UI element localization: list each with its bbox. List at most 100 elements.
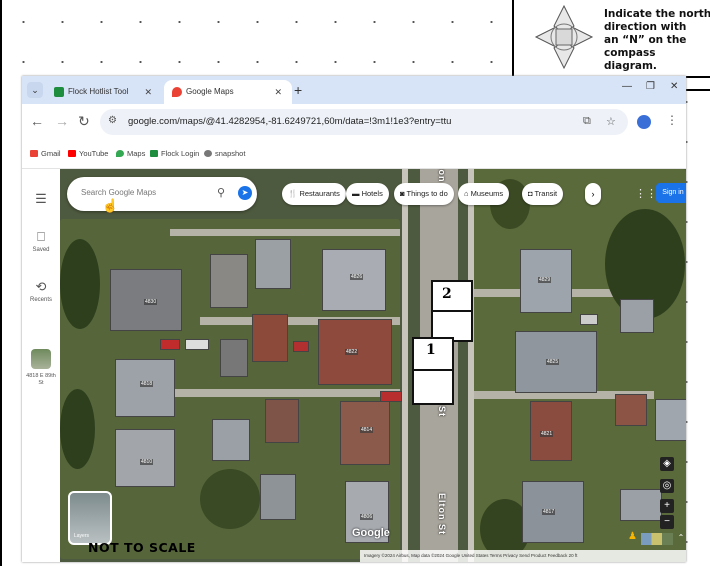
forward-arrow-icon[interactable]: → [55,113,69,129]
house-number: 4821 [540,431,554,437]
zoom-in-button[interactable]: + [660,499,674,513]
tab-google-maps[interactable]: Google Maps ✕ [164,80,292,104]
house-roof [210,254,248,308]
house-roof [115,429,175,487]
house-roof [260,474,296,520]
sidebar-item-recents[interactable]: ⟲Recents [22,279,60,303]
tab-flock-hotlist[interactable]: Flock Hotlist Tool ✕ [46,80,162,104]
directions-icon[interactable]: ➤ [238,186,252,200]
search-icon[interactable]: ⚲ [217,187,226,199]
house-number: 4825 [546,359,560,365]
google-logo: Google [352,527,390,539]
chip-museums[interactable]: ⌂ Museums [458,183,510,205]
bookmark-label: Gmail [41,149,61,158]
house-number: 4829 [538,277,552,283]
maps-favicon-icon [172,86,182,97]
house-roof [620,299,654,333]
house-number: 4810 [140,459,154,465]
chevron-right-icon[interactable]: › [585,183,601,205]
bookmark-flock-login[interactable]: Flock Login [150,149,199,158]
bookmark-icon: ⎕ [37,229,45,244]
snapshot-icon [204,150,212,157]
compass-instruction: Indicate the north direction with an “N”… [604,8,710,73]
search-input[interactable]: Search Google Maps ⚲ ➤ [67,177,257,211]
tab-label: Google Maps [186,87,234,96]
bookmark-gmail[interactable]: Gmail [30,149,61,158]
tab-search-icon[interactable]: ⌄ [27,82,43,98]
box-2-label: 2 [442,286,452,302]
zoom-out-button[interactable]: − [660,515,674,529]
close-tab-icon[interactable]: ✕ [274,87,282,97]
bookmark-youtube[interactable]: YouTube [68,149,108,158]
layers-label: Layers [74,533,90,539]
house-roof [255,239,291,289]
tab-label: Flock Hotlist Tool [68,87,129,96]
expand-icon[interactable]: ⌃ [677,533,685,542]
recent-place-thumbnail[interactable] [31,349,51,369]
imagery-thumbnails[interactable] [641,533,673,545]
bookmark-snapshot[interactable]: snapshot [204,149,245,158]
minimize-icon[interactable]: — [622,81,632,92]
maps-icon [116,150,124,157]
house-roof [265,399,299,443]
compass-reset-icon[interactable]: ◈ [660,457,674,471]
chip-hotels[interactable]: ▬ Hotels [346,183,389,205]
sidewalk [468,169,474,562]
chip-things-to-do[interactable]: ◙ Things to do [394,183,454,205]
layers-button[interactable]: Layers [68,491,112,545]
install-app-icon[interactable]: ⧉ [583,115,591,127]
bed-icon: ▬ [352,189,360,198]
drawn-box-1-bottom [412,369,454,405]
compass-panel: Indicate the north direction with an “N”… [512,0,710,78]
gmail-icon [30,150,38,157]
url-text[interactable]: google.com/maps/@41.4282954,-81.6249721,… [128,116,452,127]
chip-label: Hotels [361,189,383,198]
sidebar-item-saved[interactable]: ⎕ Saved [22,229,60,253]
chip-label: Museums [470,189,504,198]
my-location-icon[interactable]: ◎ [660,479,674,493]
page-left-border [0,0,2,566]
profile-avatar[interactable] [637,115,651,129]
museum-icon: ⌂ [464,189,469,198]
house-number: 4817 [542,509,556,515]
camera-icon: ◙ [400,189,405,198]
bookmark-star-icon[interactable]: ☆ [606,116,616,128]
new-tab-button[interactable]: + [294,82,303,98]
pegman-icon[interactable]: ♟ [628,531,637,542]
apps-grid-icon[interactable]: ⋮⋮ [635,188,657,200]
chip-transit[interactable]: ◘ Transit [522,183,564,205]
house-roof [340,401,390,465]
site-info-icon[interactable]: ⚙ [108,115,117,126]
instruction-line: an “N” on the [604,34,687,46]
instruction-line: compass diagram. [604,47,657,72]
house-roof [620,489,662,521]
close-tab-icon[interactable]: ✕ [144,87,152,97]
sidebar-label: Saved [32,247,50,253]
menu-dots-icon[interactable]: ⋮ [666,113,678,127]
flock-icon [150,150,158,157]
search-placeholder: Search Google Maps [81,188,157,197]
house-roof [615,394,647,426]
restore-icon[interactable]: ❐ [646,81,655,92]
house-number: 4830 [144,299,158,305]
house-roof [515,331,597,393]
hand-cursor-icon: ☝ [102,198,119,213]
chip-restaurants[interactable]: 🍴 Restaurants [282,183,346,205]
sign-in-button[interactable]: Sign in [656,183,686,203]
compass-diagram-icon [534,4,594,70]
menu-hamburger-icon[interactable]: ☰ [35,191,47,206]
back-arrow-icon[interactable]: ← [30,113,44,129]
history-icon: ⟲ [35,279,47,294]
youtube-icon [68,150,76,157]
bookmark-maps[interactable]: Maps [116,149,145,158]
house-number: 4822 [345,349,359,355]
house-number: 4814 [360,427,374,433]
drawn-box-2-top [431,280,473,314]
close-window-icon[interactable]: ✕ [670,81,679,92]
maps-sidebar: ☰ ⎕ Saved ⟲Recents 4818 E 89th St [22,169,61,562]
instruction-line: Indicate the north [604,8,710,20]
reload-icon[interactable]: ↻ [78,113,90,129]
address-bar[interactable]: ⚙ google.com/maps/@41.4282954,-81.624972… [100,109,628,135]
satellite-map[interactable]: 4830 4826 4822 4818 4814 4810 4806 4829 … [60,169,686,562]
recent-place-label[interactable]: 4818 E 89th St [26,373,56,386]
